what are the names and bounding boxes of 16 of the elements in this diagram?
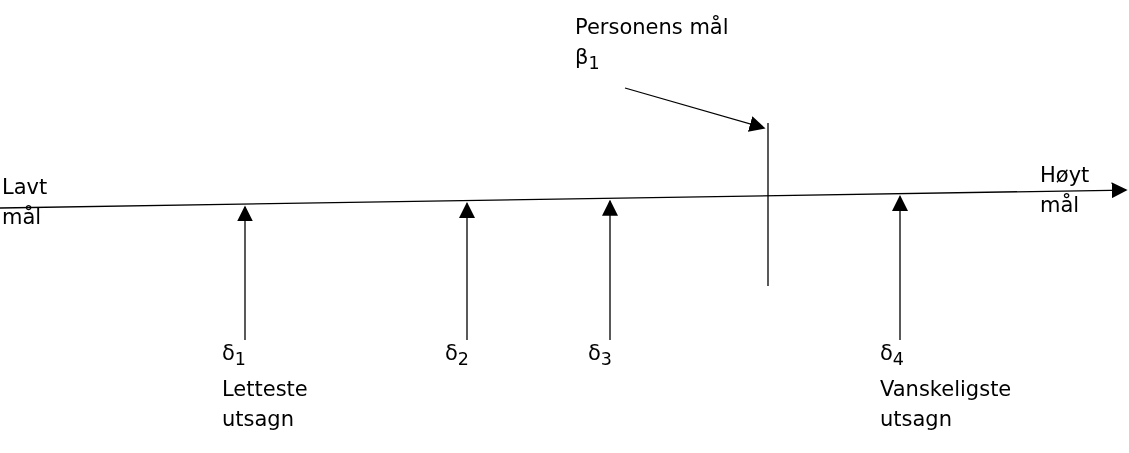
scale-label: Letteste utsagn [222,376,309,434]
scale-label: δ$_{2}$ [445,340,470,372]
arrow [892,195,908,341]
scale-label: β$_{1}$ [575,44,601,76]
arrow [459,201,475,341]
scale-label: Vanskeligste utsagn [880,376,1013,434]
scale-label: δ$_{1}$ [222,340,247,372]
axis-end-label: Høyt mål [1040,162,1091,219]
scale-label: Personens mål [575,14,730,41]
axis-end-label: Lavt mål [2,174,49,231]
goal-tick-mark [766,123,770,286]
arrow [624,87,766,132]
arrow [602,199,618,341]
arrow [237,205,253,341]
scale-label: δ$_{3}$ [588,340,613,372]
scale-label: δ$_{4}$ [880,340,905,372]
